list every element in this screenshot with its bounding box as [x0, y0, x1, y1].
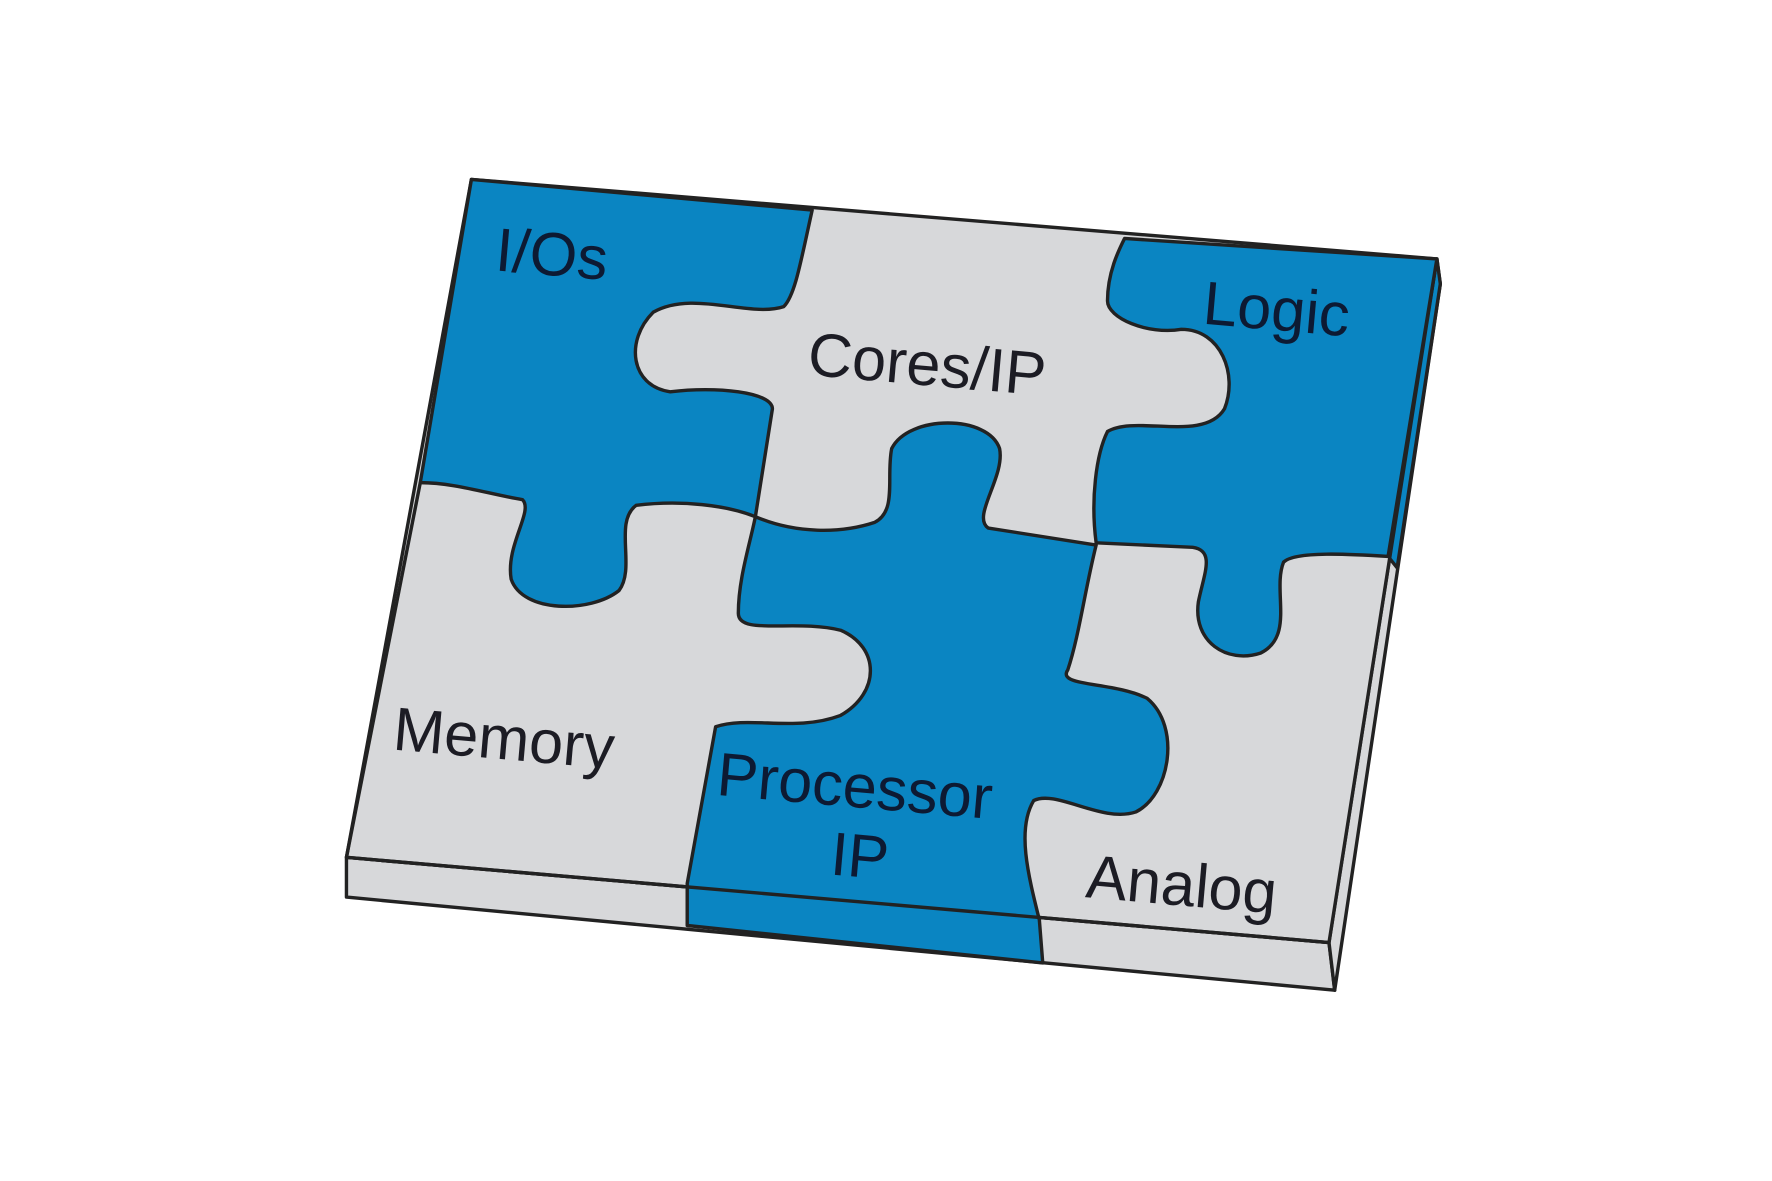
seam-front	[346, 855, 1330, 945]
label-analog: Analog	[1084, 841, 1280, 926]
seam-cores-memory	[344, 482, 422, 858]
label-processor-line2: IP	[828, 819, 892, 893]
piece-logic	[1092, 236, 1439, 658]
label-logic: Logic	[1201, 268, 1353, 350]
piece-processor	[685, 421, 1170, 965]
piece-ios	[418, 177, 814, 608]
label-ios: I/Os	[493, 214, 611, 293]
